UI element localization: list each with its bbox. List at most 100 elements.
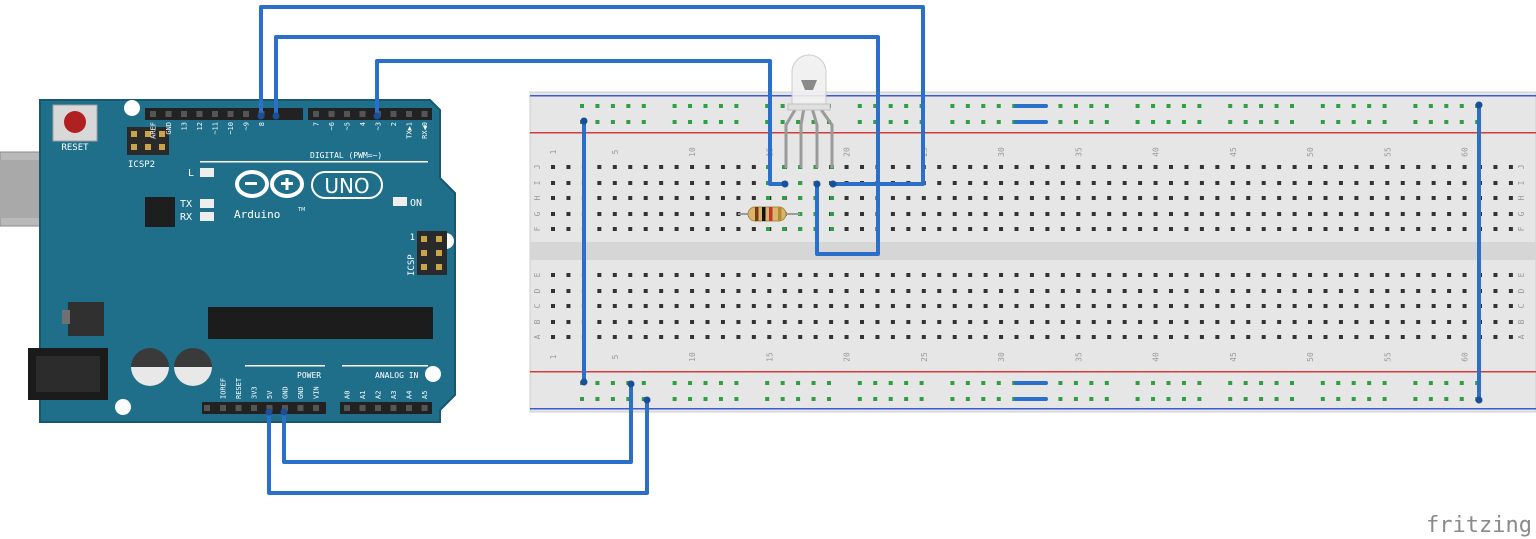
breadboard-hole — [1447, 165, 1452, 169]
rail-hole — [796, 120, 801, 124]
pin-label: IOREF — [220, 378, 228, 399]
reset-button-cap[interactable] — [64, 111, 86, 133]
rail-hole — [1243, 120, 1248, 124]
breadboard-hole — [1493, 335, 1498, 339]
rail-hole — [796, 381, 801, 385]
breadboard-hole — [736, 289, 741, 293]
breadboard-hole — [551, 320, 555, 324]
breadboard-hole — [875, 304, 880, 308]
breadboard-hole — [1138, 227, 1143, 231]
breadboard-hole — [1493, 196, 1498, 200]
breadboard-hole — [1447, 227, 1452, 231]
breadboard-hole-connected — [798, 196, 802, 200]
breadboard-hole — [736, 181, 741, 185]
breadboard-hole — [628, 227, 633, 231]
breadboard-hole — [643, 165, 648, 169]
wire-pin10-to-led — [259, 5, 925, 186]
breadboard-hole — [720, 320, 725, 324]
breadboard-hole — [1369, 165, 1374, 169]
rail-hole — [1073, 104, 1078, 108]
power-jack-inner — [36, 356, 100, 392]
pin-label: A4 — [406, 391, 414, 399]
header-pin — [212, 111, 218, 117]
rail-hole — [888, 381, 893, 385]
rail-hole — [595, 397, 600, 401]
breadboard-hole — [798, 304, 803, 308]
breadboard-hole — [1045, 289, 1050, 293]
column-number: 20 — [843, 352, 852, 362]
breadboard-hole — [1215, 165, 1220, 169]
rail-hole — [1367, 397, 1372, 401]
breadboard-hole — [813, 335, 818, 339]
rail-hole — [950, 104, 955, 108]
rail-hole — [1104, 381, 1109, 385]
rail-hole — [981, 120, 986, 124]
rail-hole — [1197, 104, 1202, 108]
pin-label: GND — [297, 386, 305, 399]
rail-hole — [1444, 120, 1449, 124]
rail-hole — [734, 104, 739, 108]
breadboard-hole — [1029, 212, 1034, 216]
analog-label: ANALOG IN — [375, 371, 419, 380]
breadboard-hole — [1076, 181, 1081, 185]
rail-hole — [765, 120, 770, 124]
column-number: 50 — [1306, 352, 1315, 362]
rail-hole — [765, 397, 770, 401]
breadboard-hole — [1091, 196, 1096, 200]
breadboard-hole — [1400, 289, 1405, 293]
breadboard-hole — [720, 196, 725, 200]
pin-label: RX◀0 — [421, 122, 429, 139]
breadboard-hole — [1060, 212, 1065, 216]
mounting-hole — [425, 366, 441, 382]
breadboard-hole — [628, 212, 633, 216]
breadboard-hole — [1431, 196, 1436, 200]
breadboard-hole — [674, 227, 679, 231]
pin-label: 8 — [258, 122, 266, 126]
breadboard-hole-connected — [766, 227, 770, 231]
breadboard-hole — [612, 196, 617, 200]
breadboard-hole — [1138, 212, 1143, 216]
rail-hole — [1135, 381, 1140, 385]
column-number: 10 — [688, 147, 697, 157]
breadboard-hole — [1215, 181, 1220, 185]
breadboard-hole — [1199, 227, 1204, 231]
breadboard-hole — [1447, 212, 1452, 216]
breadboard-hole — [705, 320, 710, 324]
rail-hole — [904, 120, 909, 124]
breadboard-hole — [1508, 181, 1513, 185]
breadboard-hole — [551, 289, 555, 293]
rail-hole — [1166, 120, 1171, 124]
rail-hole — [857, 120, 862, 124]
breadboard-hole — [566, 320, 571, 324]
rail-hole — [1151, 381, 1156, 385]
breadboard-hole — [674, 320, 679, 324]
on-label: ON — [410, 198, 422, 209]
breadboard-hole — [1493, 227, 1498, 231]
breadboard-hole — [720, 304, 725, 308]
breadboard-hole — [1323, 289, 1328, 293]
rail-hole — [873, 120, 878, 124]
rail-hole — [1413, 120, 1418, 124]
breadboard-hole — [1338, 335, 1343, 339]
rail-hole — [1459, 381, 1464, 385]
column-number: 20 — [843, 147, 852, 157]
rail-hole — [1058, 104, 1063, 108]
breadboard-hole — [1246, 181, 1251, 185]
breadboard-hole — [643, 181, 648, 185]
breadboard-hole — [921, 227, 926, 231]
breadboard-hole — [1169, 196, 1173, 200]
pin-label: ~11 — [212, 122, 220, 135]
breadboard-hole — [952, 289, 957, 293]
breadboard-hole — [566, 304, 571, 308]
row-letter: E — [533, 272, 542, 277]
header-pin — [165, 111, 172, 117]
breadboard-hole — [1292, 165, 1297, 169]
header-pin — [181, 111, 187, 117]
breadboard-hole — [999, 320, 1004, 324]
breadboard-hole — [705, 289, 710, 293]
breadboard-hole — [1292, 181, 1297, 185]
pin-label: 2 — [390, 122, 398, 126]
breadboard-hole — [1029, 165, 1034, 169]
reset-label: RESET — [61, 143, 89, 153]
